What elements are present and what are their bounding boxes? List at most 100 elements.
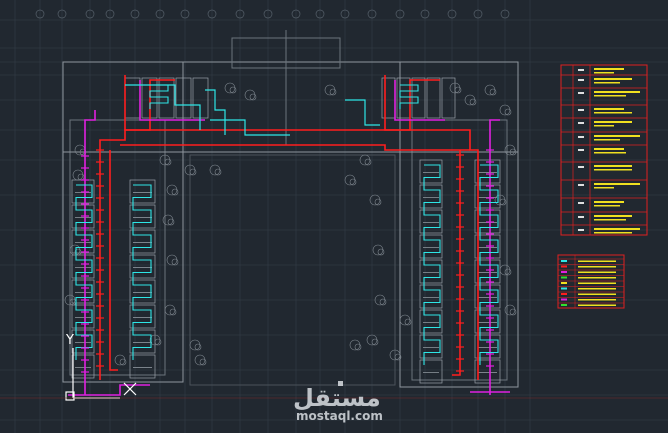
legend-text-bar [594,228,640,230]
tree [372,244,384,256]
legend-text-bar [594,187,614,189]
legend-text-bar [594,215,632,217]
legend-table-rows [561,64,647,236]
axis-bubble [367,9,377,19]
legend-text-bar [594,148,624,150]
legend-text-bar [594,152,626,154]
legend-text-bar [594,112,632,114]
central-courtyard [189,154,396,386]
room [474,184,501,209]
room [129,279,156,304]
tree [364,158,372,166]
tree [79,148,87,156]
right-wing-inner [411,119,508,381]
room [426,77,441,119]
room [474,359,501,384]
room [71,279,95,304]
watermark-dot [338,381,343,386]
tree [349,178,357,186]
legend-text-bar [594,95,626,97]
legend-small-rows [558,255,624,308]
cyan-serpentine [423,164,441,365]
tree [389,349,401,361]
tree [229,86,237,94]
room [474,334,501,359]
landscape-vegetation [64,82,517,366]
cyan-serpentine [399,84,419,109]
legend-symbol [578,122,584,124]
legend-text-bar [594,108,624,110]
ucs-x-glyph-2 [123,382,137,396]
tree [166,184,178,196]
tree [167,218,175,226]
tree [504,304,516,316]
tree [504,144,516,156]
tree [509,308,517,316]
tree [454,86,462,94]
legend-text-bar [594,139,620,141]
room [129,354,156,379]
room [419,209,443,234]
room [474,309,501,334]
room [124,77,141,119]
axis-bubble [235,9,245,19]
axis-bubble [155,9,165,19]
tree [209,164,221,176]
legend-table-small [557,254,625,309]
legend-symbol [561,293,567,295]
room [419,184,443,209]
tree [224,82,236,94]
cyan-serpentine [75,184,93,360]
legend-table-main [560,64,648,236]
tree [164,304,176,316]
tree [69,244,81,256]
tree [189,339,201,351]
room [419,234,443,259]
legend-text-bar [594,135,640,137]
tree [359,154,371,166]
tree [499,104,511,116]
legend-text-bar [594,165,632,167]
red-main-pipe-2 [120,144,470,151]
axis-bubble [180,9,190,19]
tree [377,248,385,256]
tree [149,334,161,346]
red-branch-right [452,150,461,376]
legend-symbol [578,79,584,81]
cyan-serpentine [479,164,499,365]
red-top-left [124,75,175,131]
tree [366,334,378,346]
tree [164,158,172,166]
tree [504,108,512,116]
room [71,229,95,254]
legend-symbol [578,109,584,111]
tree [72,169,84,181]
room [474,284,501,309]
axis-bubble [340,9,350,19]
tree [464,94,476,106]
room [419,309,443,334]
tree [349,339,361,351]
legend-symbol [561,271,567,273]
tree [64,294,76,306]
cyan-loop-top-left [125,84,201,130]
legend-text-bar [594,121,632,123]
tree [394,353,402,361]
tree [344,174,356,186]
legend-symbol [578,216,584,218]
tree [374,294,386,306]
axis-bubble [395,9,405,19]
red-main-pipe [99,129,479,380]
room [396,77,411,119]
room [71,254,95,279]
legend-symbol [578,92,584,94]
legend-text-bar [594,232,632,234]
room [71,354,95,379]
legend-text-bar [594,91,640,93]
legend-symbol [561,282,567,284]
tree [244,89,256,101]
legend-text-bar [578,282,616,284]
legend-symbol [561,304,567,306]
